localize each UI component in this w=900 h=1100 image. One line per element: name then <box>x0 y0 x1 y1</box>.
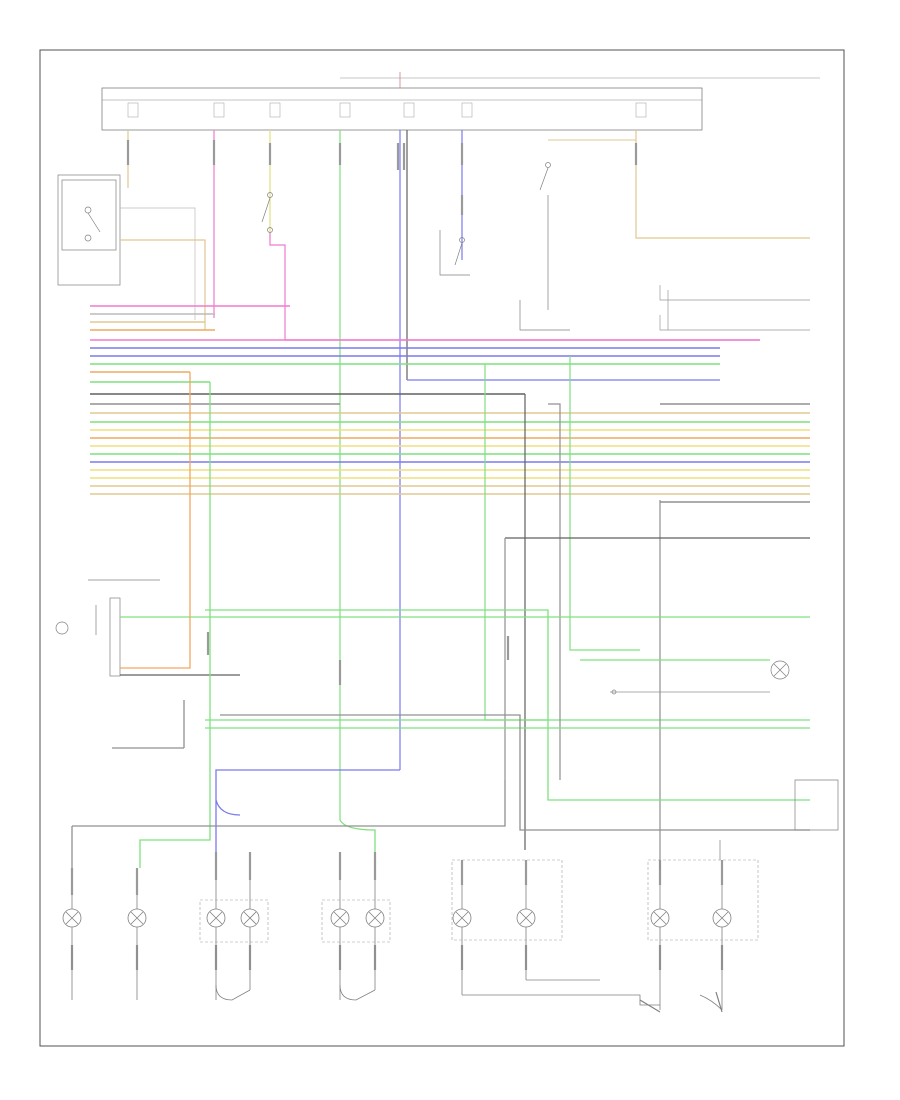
mid-switches <box>261 139 810 341</box>
bulb-1 <box>62 895 82 1000</box>
bulb-8 <box>516 885 536 980</box>
headlamp-switch-wires <box>71 372 810 868</box>
ground-returns <box>215 979 723 1013</box>
fuse-block-fuses <box>127 102 647 118</box>
harness-bus <box>90 305 810 503</box>
right-upper-wires <box>407 356 810 870</box>
harness-connectors <box>70 140 724 970</box>
headlamp-switch <box>55 579 160 677</box>
bulb-2 <box>127 895 147 1000</box>
right-devices <box>580 659 839 860</box>
upper-left-switch <box>57 174 206 330</box>
bulb-7 <box>452 885 472 995</box>
bulb-3 <box>206 880 226 1000</box>
bulb-6 <box>365 880 385 990</box>
device-boxes <box>199 859 759 943</box>
bulb-10 <box>712 885 732 1010</box>
bulb-4 <box>240 880 260 990</box>
diagram-border <box>39 49 845 1047</box>
fuse-drops <box>127 130 810 820</box>
bulb-row <box>62 880 732 1010</box>
fuse-block <box>101 87 703 131</box>
bulb-9 <box>650 885 670 1010</box>
bulb-5 <box>330 880 350 1000</box>
